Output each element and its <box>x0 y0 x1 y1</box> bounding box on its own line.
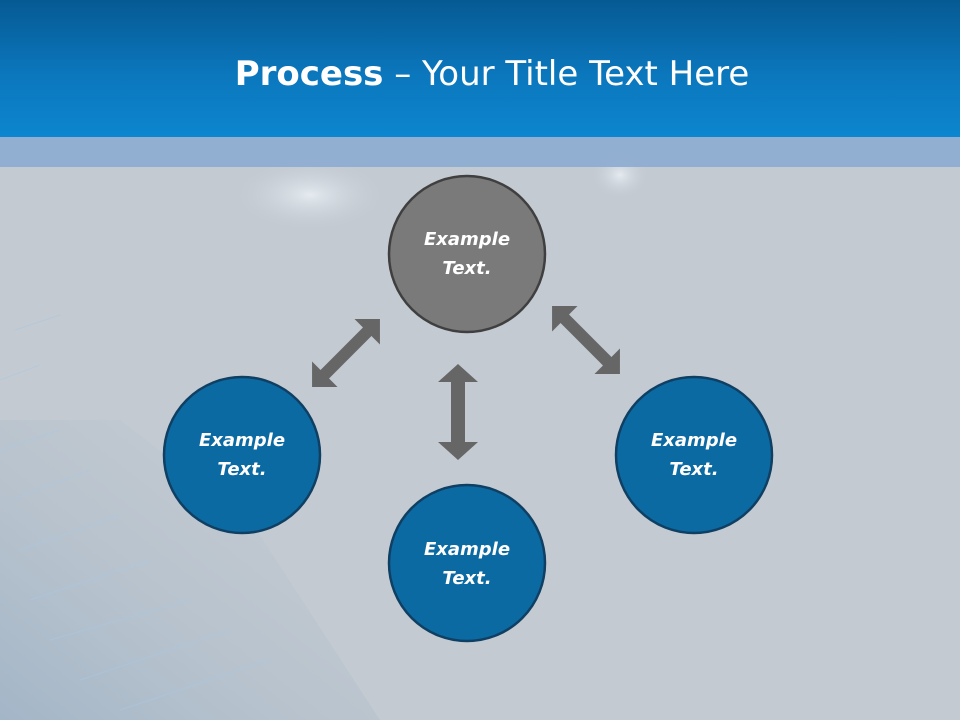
title-bold: Process <box>234 54 384 94</box>
node-bottom-line2: Text. <box>442 568 492 589</box>
node-left-line1: Example <box>198 430 286 451</box>
title-bar <box>0 0 960 137</box>
node-bottom-label: Example Text. <box>397 535 537 593</box>
node-top <box>387 174 547 334</box>
slide-title: Process – Your Title Text Here <box>0 52 960 96</box>
node-left-line2: Text. <box>217 459 267 480</box>
node-left-label: Example Text. <box>172 426 312 484</box>
arrow-top-right <box>552 306 620 374</box>
node-bottom <box>387 483 547 643</box>
node-top-line1: Example <box>423 229 511 250</box>
node-top-line2: Text. <box>442 258 492 279</box>
title-rest: – Your Title Text Here <box>394 54 750 94</box>
arrow-vertical <box>438 364 478 460</box>
node-left <box>162 375 322 535</box>
arrow-top-left <box>312 319 380 387</box>
node-top-label: Example Text. <box>397 225 537 283</box>
node-right-line2: Text. <box>669 459 719 480</box>
node-right-line1: Example <box>650 430 738 451</box>
node-right-label: Example Text. <box>624 426 764 484</box>
header-band <box>0 137 960 167</box>
node-right <box>614 375 774 535</box>
node-bottom-line1: Example <box>423 539 511 560</box>
